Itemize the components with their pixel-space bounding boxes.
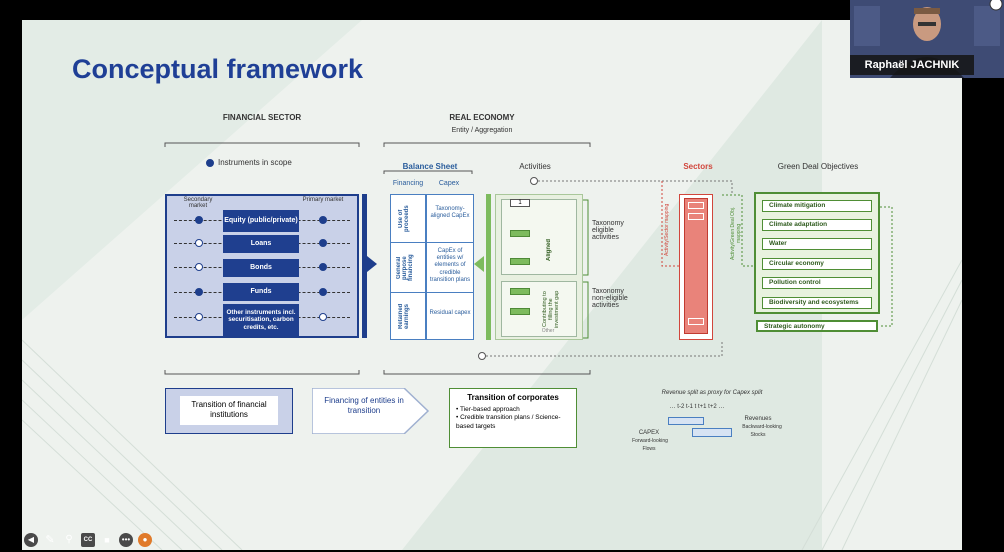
transition-fin-inst-box: Transition of financial institutions	[165, 388, 293, 434]
activity-bar	[510, 230, 530, 237]
bs-use-of-proceeds: Use of proceeds	[398, 205, 410, 233]
taxonomy-non-eligible-label: Taxonomy non-eligible activities	[592, 288, 628, 309]
balance-sheet-header: Balance Sheet	[402, 162, 458, 171]
revenues-label: Revenues	[744, 416, 772, 422]
tc-bullet: • Tier-based approach	[456, 406, 520, 413]
instrument-bonds: Bonds	[223, 259, 299, 277]
instrument-equity: Equity (public/private)	[223, 210, 299, 232]
bs-general-purpose: General purpose financing	[396, 254, 414, 282]
market-dot	[319, 313, 327, 321]
objective-pollution-control: Pollution control	[762, 277, 872, 289]
camera-icon[interactable]: ■	[104, 535, 110, 545]
sector-cell	[688, 318, 704, 325]
market-dot	[195, 263, 203, 271]
presentation-slide: Conceptual framework FINANCIAL SECTOR RE…	[22, 20, 962, 550]
flows-label: Flows	[642, 446, 656, 452]
instrument-other: Other instruments incl. securitisation, …	[223, 304, 299, 336]
background-lines	[22, 259, 962, 550]
objective-biodiversity: Biodiversity and ecosystems	[762, 297, 872, 309]
bracket-lines	[164, 142, 893, 375]
market-dot	[195, 313, 203, 321]
sector-cell	[688, 202, 704, 209]
balance-sheet-capex	[426, 194, 474, 340]
instrument-loans: Loans	[223, 235, 299, 253]
backward-looking-label: Backward-looking	[742, 424, 782, 430]
market-dot	[319, 263, 327, 271]
real-economy-header: REAL ECONOMY	[449, 113, 515, 122]
market-dot	[319, 216, 327, 224]
taxonomy-eligible-label: Taxonomy eligible activities	[592, 220, 624, 241]
revenue-bar	[668, 417, 704, 425]
other-label: Other	[541, 328, 555, 334]
capex-label: CAPEX	[638, 430, 660, 436]
secondary-market-label: Secondary market	[183, 197, 213, 209]
transition-corporates-box: Transition of corporates • Tier-based ap…	[449, 388, 577, 448]
activity-sector-mapping-label: Activity/Sector mapping	[664, 203, 670, 257]
sector-cell	[688, 213, 704, 220]
strategic-autonomy: Strategic autonomy	[756, 320, 878, 332]
market-dot	[195, 288, 203, 296]
objective-climate-mitigation: Climate mitigation	[762, 200, 872, 212]
forward-looking-label: Forward-looking	[632, 438, 668, 444]
transition-corporates-title: Transition of corporates	[467, 393, 559, 402]
activity-bar	[510, 308, 530, 315]
activity-index: 1	[510, 199, 530, 207]
objective-climate-adaptation: Climate adaptation	[762, 219, 872, 231]
bs-taxonomy-aligned: Taxonomy-aligned CapEx	[430, 206, 470, 220]
slide-title: Conceptual framework	[72, 54, 364, 84]
bs-divider	[390, 242, 474, 243]
pen-icon[interactable]: ✎	[45, 534, 55, 546]
capex-bar	[692, 428, 732, 437]
objective-water: Water	[762, 238, 872, 250]
stop-icon[interactable]: ●	[138, 533, 152, 547]
stocks-label: Stocks	[750, 432, 766, 438]
activity-gd-mapping-label: Activity/Green Deal Obj. mapping	[730, 206, 742, 260]
primary-market-label: Primary market	[302, 197, 344, 203]
market-dot	[319, 239, 327, 247]
zoom-icon[interactable]: ⚲	[65, 534, 73, 545]
financing-arrow	[312, 388, 430, 434]
timeline-label: … t-2 t-1 t t+1 t+2 …	[669, 404, 725, 410]
activity-bar	[510, 288, 530, 295]
bs-retained-earnings: Retained earnings	[398, 303, 410, 329]
transition-fin-inst-label: Transition of financial institutions	[180, 396, 278, 425]
aligned-label: Aligned	[546, 239, 552, 261]
back-icon[interactable]: ◀	[24, 533, 38, 547]
instruments-in-scope-label: Instruments in scope	[218, 158, 292, 167]
activity-bar	[510, 258, 530, 265]
financing-entities-label: Financing of entities in transition	[324, 396, 404, 416]
more-icon[interactable]: •••	[119, 533, 133, 547]
capex-column-label: Capex	[438, 180, 460, 187]
contributing-label: Contributing to filling the investment g…	[542, 290, 560, 328]
revenue-split-label: Revenue split as proxy for Capex split	[661, 390, 763, 396]
green-deal-header: Green Deal Objectives	[777, 162, 859, 171]
financing-label: Financing	[392, 180, 424, 187]
market-dot	[195, 239, 203, 247]
activities-header: Activities	[519, 162, 551, 171]
tc-bullet-text: Credible transition plans / Science-base…	[456, 414, 561, 430]
tc-bullet: • Credible transition plans / Science-ba…	[456, 414, 561, 430]
balance-sheet-financing	[390, 194, 426, 340]
financial-sector-header: FINANCIAL SECTOR	[222, 113, 302, 122]
market-dot	[195, 216, 203, 224]
sectors-column	[684, 198, 708, 334]
instrument-funds: Funds	[223, 283, 299, 301]
green-deal-box	[754, 192, 880, 314]
sectors-header: Sectors	[683, 162, 713, 171]
tc-bullet-text: Tier-based approach	[459, 406, 520, 413]
cc-icon[interactable]: CC	[81, 533, 95, 547]
instruments-dot	[206, 159, 214, 167]
bs-transition-capex: CapEx of entities w/ elements of credibl…	[429, 248, 471, 283]
market-dot	[319, 288, 327, 296]
participant-name: Raphaël JACHNIK	[850, 55, 974, 75]
bs-divider	[390, 292, 474, 293]
bs-residual-capex: Residual capex	[429, 310, 471, 316]
entity-aggregation-label: Entity / Aggregation	[451, 127, 513, 134]
objective-circular-economy: Circular economy	[762, 258, 872, 270]
